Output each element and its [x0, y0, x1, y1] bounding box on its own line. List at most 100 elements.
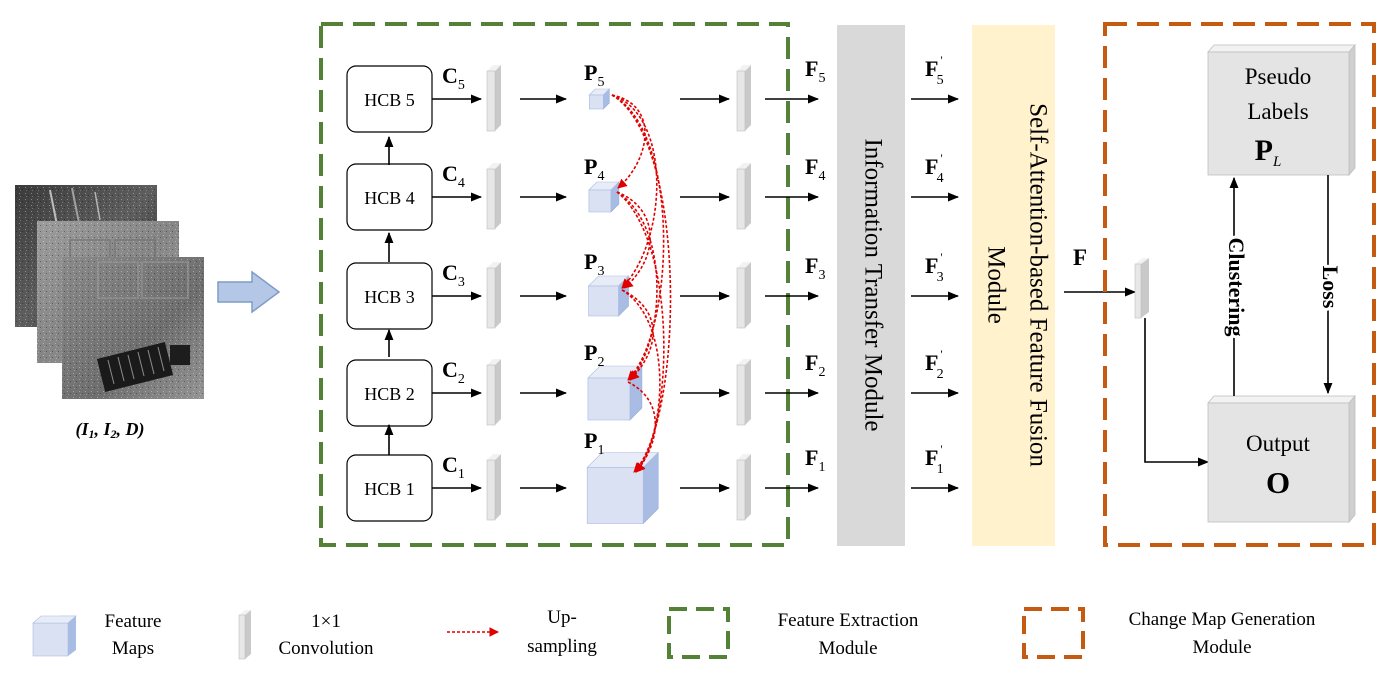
f-prime-label-2-main: F [925, 350, 938, 375]
p-label-1-main: P [584, 428, 597, 453]
feature-map-p-icon-1 [586, 451, 659, 525]
legend-feature-maps-line2: Maps [112, 638, 154, 659]
c-label-1-main: C [442, 452, 458, 477]
c-label-4: C4 [442, 161, 465, 191]
p-label-5-sub: 5 [597, 75, 604, 90]
pyramid-row-level-5: HCB 5 [346, 65, 960, 133]
c-label-5-main: C [442, 63, 458, 88]
pseudo-labels-symbol-sub: L [1272, 154, 1281, 170]
conv-c-icon-3 [486, 262, 501, 329]
hcb-block-label-3: HCB 3 [364, 287, 415, 307]
f-label-4: F4 [805, 154, 825, 184]
p-label-1: P1 [584, 428, 604, 458]
pseudo-labels-box [1207, 43, 1356, 177]
f-prime-label-4-main: F [925, 154, 938, 179]
f-prime-label-1-sub: 1 [937, 462, 944, 477]
caption-sep2: , [116, 419, 126, 439]
input-caption: (I1, I2, D) [75, 419, 144, 441]
caption-i2: I [103, 419, 112, 439]
conv-c-icon-1 [486, 454, 501, 521]
f-label-1-main: F [805, 445, 818, 470]
safm-label-line1: Self-Attention-based Feature Fusion [1024, 103, 1051, 467]
f-prime-label-4-sub: 4 [937, 171, 944, 186]
hcb-block-label-1: HCB 1 [364, 479, 415, 499]
legend-upsampling-line2: sampling [527, 636, 597, 657]
c-label-3-sub: 3 [458, 275, 465, 290]
p-label-4-sub: 4 [597, 169, 604, 184]
f-label-2-sub: 2 [818, 365, 825, 380]
change-map-generation-module-border [1103, 22, 1376, 547]
p-label-1-sub: 1 [597, 443, 604, 458]
f-prime-label-3-prime: ' [940, 250, 942, 264]
output-box [1207, 394, 1356, 524]
pseudo-labels-line1: Pseudo [1245, 64, 1311, 89]
legend-feature-maps-line1: Feature [105, 611, 162, 632]
feature-map-p-icon-3 [587, 275, 630, 317]
f-label-5-sub: 5 [818, 71, 825, 86]
f-label-5-main: F [805, 56, 818, 81]
feature-map-p-icon-5 [588, 88, 611, 110]
input-flow-arrow-icon [217, 270, 281, 314]
pyramid-row-level-4: HCB 4 [346, 163, 960, 231]
f-label-3-main: F [805, 253, 818, 278]
upsample-p3-to-p2 [621, 289, 654, 381]
caption-sep1: , [94, 419, 104, 439]
output-symbol: O [1266, 465, 1290, 500]
caption-i2-sub: 2 [110, 427, 117, 441]
f-prime-label-1-prime: ' [940, 442, 942, 456]
fused-feature-label: F [1073, 245, 1087, 270]
p-label-4: P4 [584, 154, 604, 184]
f-prime-label-3-sub: 3 [937, 270, 944, 285]
feature-extraction-module-border [319, 22, 790, 547]
c-label-1: C1 [442, 452, 465, 482]
f-label-3: F3 [805, 253, 825, 283]
input-image-d [62, 257, 204, 399]
conv-c-icon-4 [486, 163, 501, 230]
output-label: Output [1246, 431, 1311, 456]
feature-map-p-icon-4 [588, 181, 620, 213]
f-prime-label-4: F' 4 [925, 151, 944, 186]
conv-f-icon-3 [736, 262, 751, 329]
legend-cmg-line2: Module [1192, 637, 1251, 658]
caption-i1: I [80, 419, 89, 439]
conv-c-icon-2 [486, 359, 501, 426]
p-label-4-main: P [584, 154, 597, 179]
f-label-1-sub: 1 [818, 460, 825, 475]
c-label-4-sub: 4 [458, 176, 465, 191]
conv-f-icon-5 [736, 65, 751, 132]
upsampling-arrows [611, 94, 672, 473]
f-prime-label-3: F' 3 [925, 250, 944, 285]
pseudo-labels-symbol: PL [1255, 134, 1282, 170]
safm-box [972, 25, 1055, 546]
p-label-2: P2 [584, 340, 604, 370]
loss-label: Loss [1318, 266, 1343, 309]
upsample-p4-to-p1 [616, 191, 665, 473]
f-prime-label-2-prime: ' [940, 347, 942, 361]
f-prime-label-3-main: F [925, 253, 938, 278]
c-label-3: C3 [442, 260, 465, 290]
c-label-2-main: C [442, 357, 458, 382]
f-prime-label-2: F'2 [925, 347, 944, 382]
conv-to-output-arrow [1144, 318, 1210, 467]
legend-conv-line2: Convolution [278, 638, 374, 659]
caption-d: D [125, 419, 139, 439]
f-label-4-main: F [805, 154, 818, 179]
legend-upsampling-line1: Up- [547, 607, 577, 628]
hcb-block-label-2: HCB 2 [364, 384, 415, 404]
f-label-5: F5 [805, 56, 825, 86]
p-label-3-main: P [584, 249, 597, 274]
legend-cmg-line1: Change Map Generation [1129, 609, 1316, 630]
caption-open-paren: ( [75, 419, 83, 440]
c-label-5-sub: 5 [458, 78, 465, 93]
caption-close-paren: ) [137, 419, 145, 440]
p-label-5-main: P [584, 60, 597, 85]
hcb-block-label-5: HCB 5 [364, 90, 415, 110]
legend: Feature Maps 1×1 Convolution Up- samplin… [32, 607, 1316, 660]
f-label-1: F1 [805, 445, 825, 475]
clustering-label: Clustering [1224, 238, 1249, 337]
f-prime-label-5-main: F [925, 56, 938, 81]
legend-fem-icon [667, 607, 730, 659]
f-prime-label-4-prime: ' [940, 151, 942, 165]
